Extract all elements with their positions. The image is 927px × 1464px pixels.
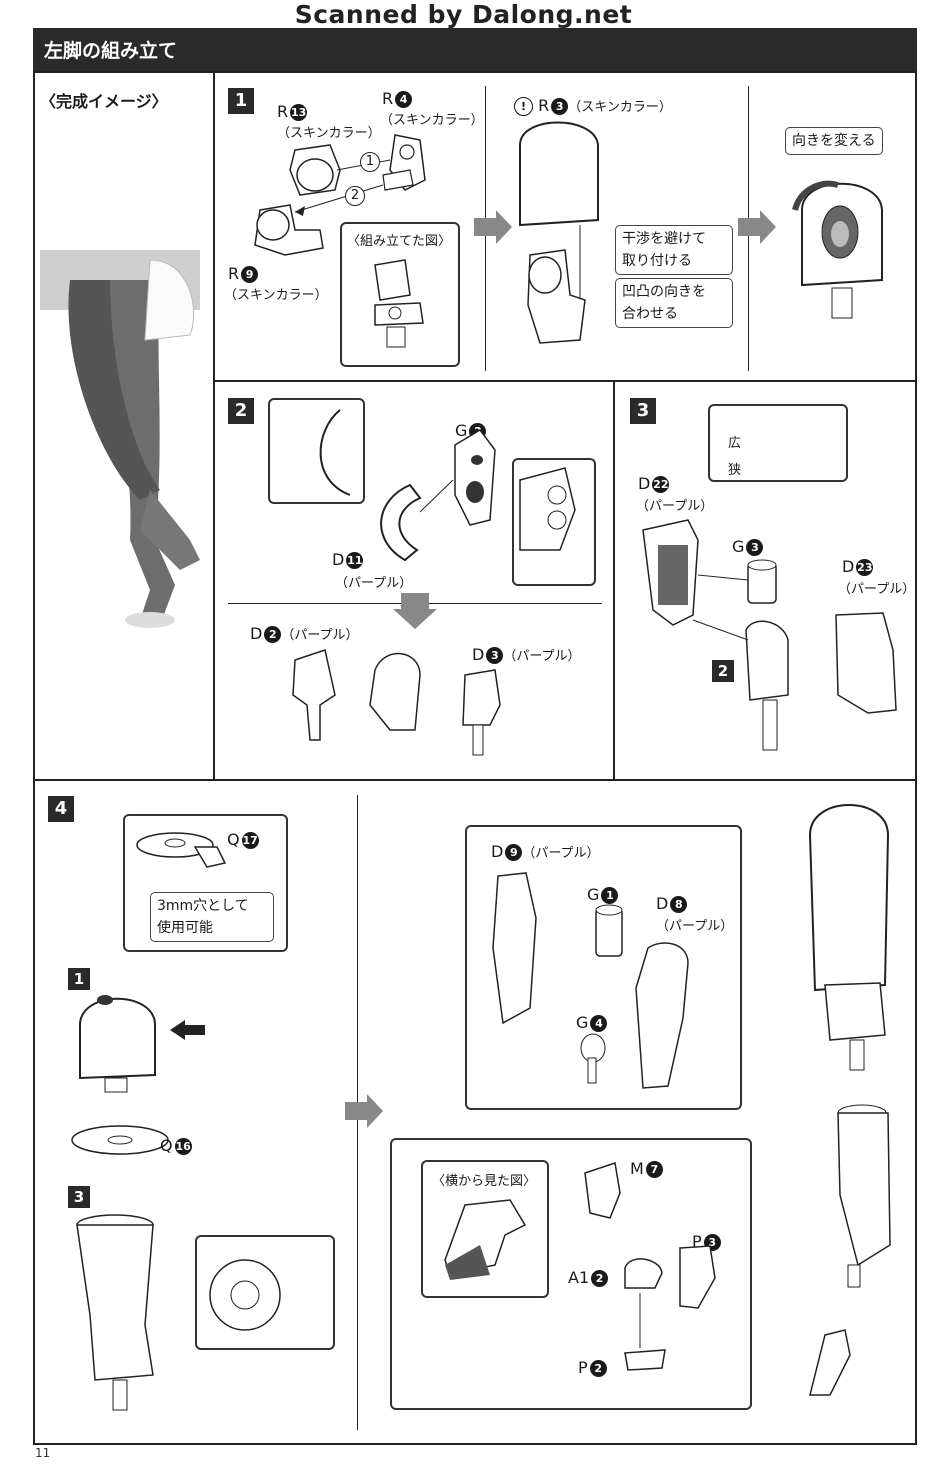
part-d23-color: （パープル） — [838, 582, 916, 597]
label-wide: 広 — [728, 436, 742, 451]
complete-image-label: 〈完成イメージ〉 — [40, 92, 168, 111]
part-d11-color: （パープル） — [335, 576, 413, 591]
step2-lower-drawing — [292, 649, 501, 756]
ref-step-3-badge: 3 — [68, 1186, 90, 1208]
divider-step4-top — [33, 779, 917, 781]
step-2-badge: 2 — [228, 398, 254, 424]
order-1-badge: 1 — [360, 152, 380, 172]
page-number: 11 — [35, 1446, 51, 1460]
assembled-leg-drawing — [808, 804, 891, 1396]
step1-rotated-part — [792, 180, 883, 319]
step1-parts-drawing — [254, 134, 426, 256]
part-d8-color: （パープル） — [656, 919, 734, 934]
q17-washer-drawing — [136, 832, 227, 868]
label-narrow: 狭 — [728, 463, 742, 478]
ref-step-1-badge: 1 — [68, 968, 90, 990]
arrow-down-step2 — [393, 593, 437, 629]
step-1-badge: 1 — [228, 88, 254, 114]
order-2-badge: 2 — [345, 186, 365, 206]
side-view-label: 〈横から見た図〉 — [432, 1174, 537, 1189]
part-3-drawing — [76, 1214, 154, 1411]
divider-step1-bottom — [213, 380, 917, 382]
step1-r3-drawing — [519, 121, 599, 344]
part-d22-color: （パープル） — [636, 499, 714, 514]
part-r9-color: （スキンカラー） — [224, 288, 328, 303]
step2-detail-box-left — [268, 398, 365, 504]
assembled-view-label: 〈組み立てた図〉 — [347, 234, 452, 249]
arrow-right-step4 — [345, 1094, 383, 1128]
divider-left-column — [213, 71, 215, 781]
step2-upper-drawing — [319, 409, 576, 562]
section-title: 左脚の組み立て — [44, 40, 178, 62]
ref-step-2-badge: 2 — [712, 660, 734, 682]
assembled-part-drawing — [374, 259, 424, 348]
step3-drawing — [642, 519, 897, 751]
section-header — [33, 28, 917, 71]
arrow-right-2 — [738, 210, 776, 244]
note-change-direction: 向きを変える — [785, 127, 883, 155]
step-3-badge: 3 — [630, 398, 656, 424]
note-avoid-interference: 干渉を避けて取り付ける — [615, 225, 733, 275]
divider-step2-step3 — [613, 380, 615, 780]
instruction-frame — [33, 71, 917, 1445]
thigh-parts-drawing — [492, 872, 689, 1089]
part-r13-color: （スキンカラー） — [277, 126, 381, 141]
note-align-bumps: 凹凸の向きを合わせる — [615, 278, 733, 328]
step3-detail-box — [708, 404, 848, 482]
step-4-badge: 4 — [48, 796, 74, 822]
complete-leg-photo — [40, 250, 200, 628]
note-3mm-hole: 3mm穴として使用可能 — [150, 892, 274, 942]
part-3-detail-drawing — [209, 1259, 281, 1331]
watermark: Scanned by Dalong.net — [294, 0, 633, 29]
part-r4-color: （スキンカラー） — [380, 113, 484, 128]
part-1-drawing — [79, 995, 205, 1093]
q16-washer-drawing — [71, 1125, 169, 1155]
foot-parts-drawing — [584, 1162, 716, 1371]
arrow-right-1 — [474, 210, 512, 244]
side-view-drawing — [444, 1199, 527, 1280]
